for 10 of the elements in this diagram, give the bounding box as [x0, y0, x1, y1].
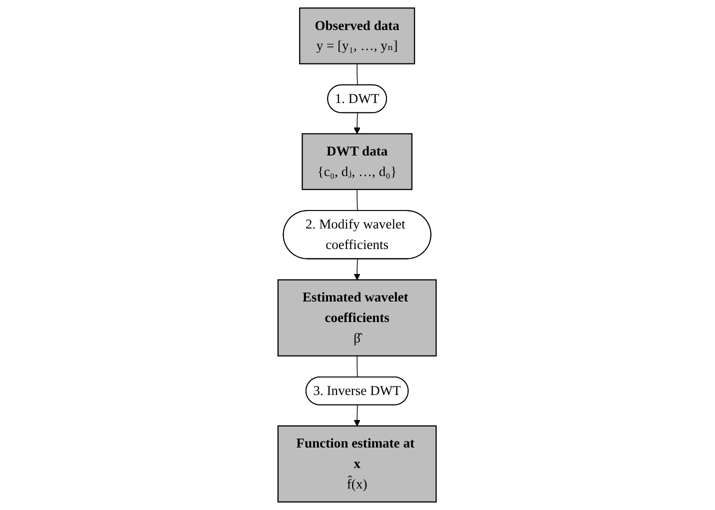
connector: [357, 356, 358, 378]
node-box: Estimated wavelet coefficients β̂: [278, 279, 438, 356]
connector: [357, 63, 358, 86]
node-box: Observed data y = [y₁, …, yₙ]: [300, 7, 416, 64]
arrow: [354, 112, 361, 134]
node-box: DWT data {c₀, dⱼ, …, d₀}: [302, 133, 413, 190]
connector: [357, 189, 358, 212]
node-box: Function estimate at x f̂(x): [278, 425, 438, 503]
arrow: [354, 404, 361, 426]
arrow: [354, 258, 361, 280]
